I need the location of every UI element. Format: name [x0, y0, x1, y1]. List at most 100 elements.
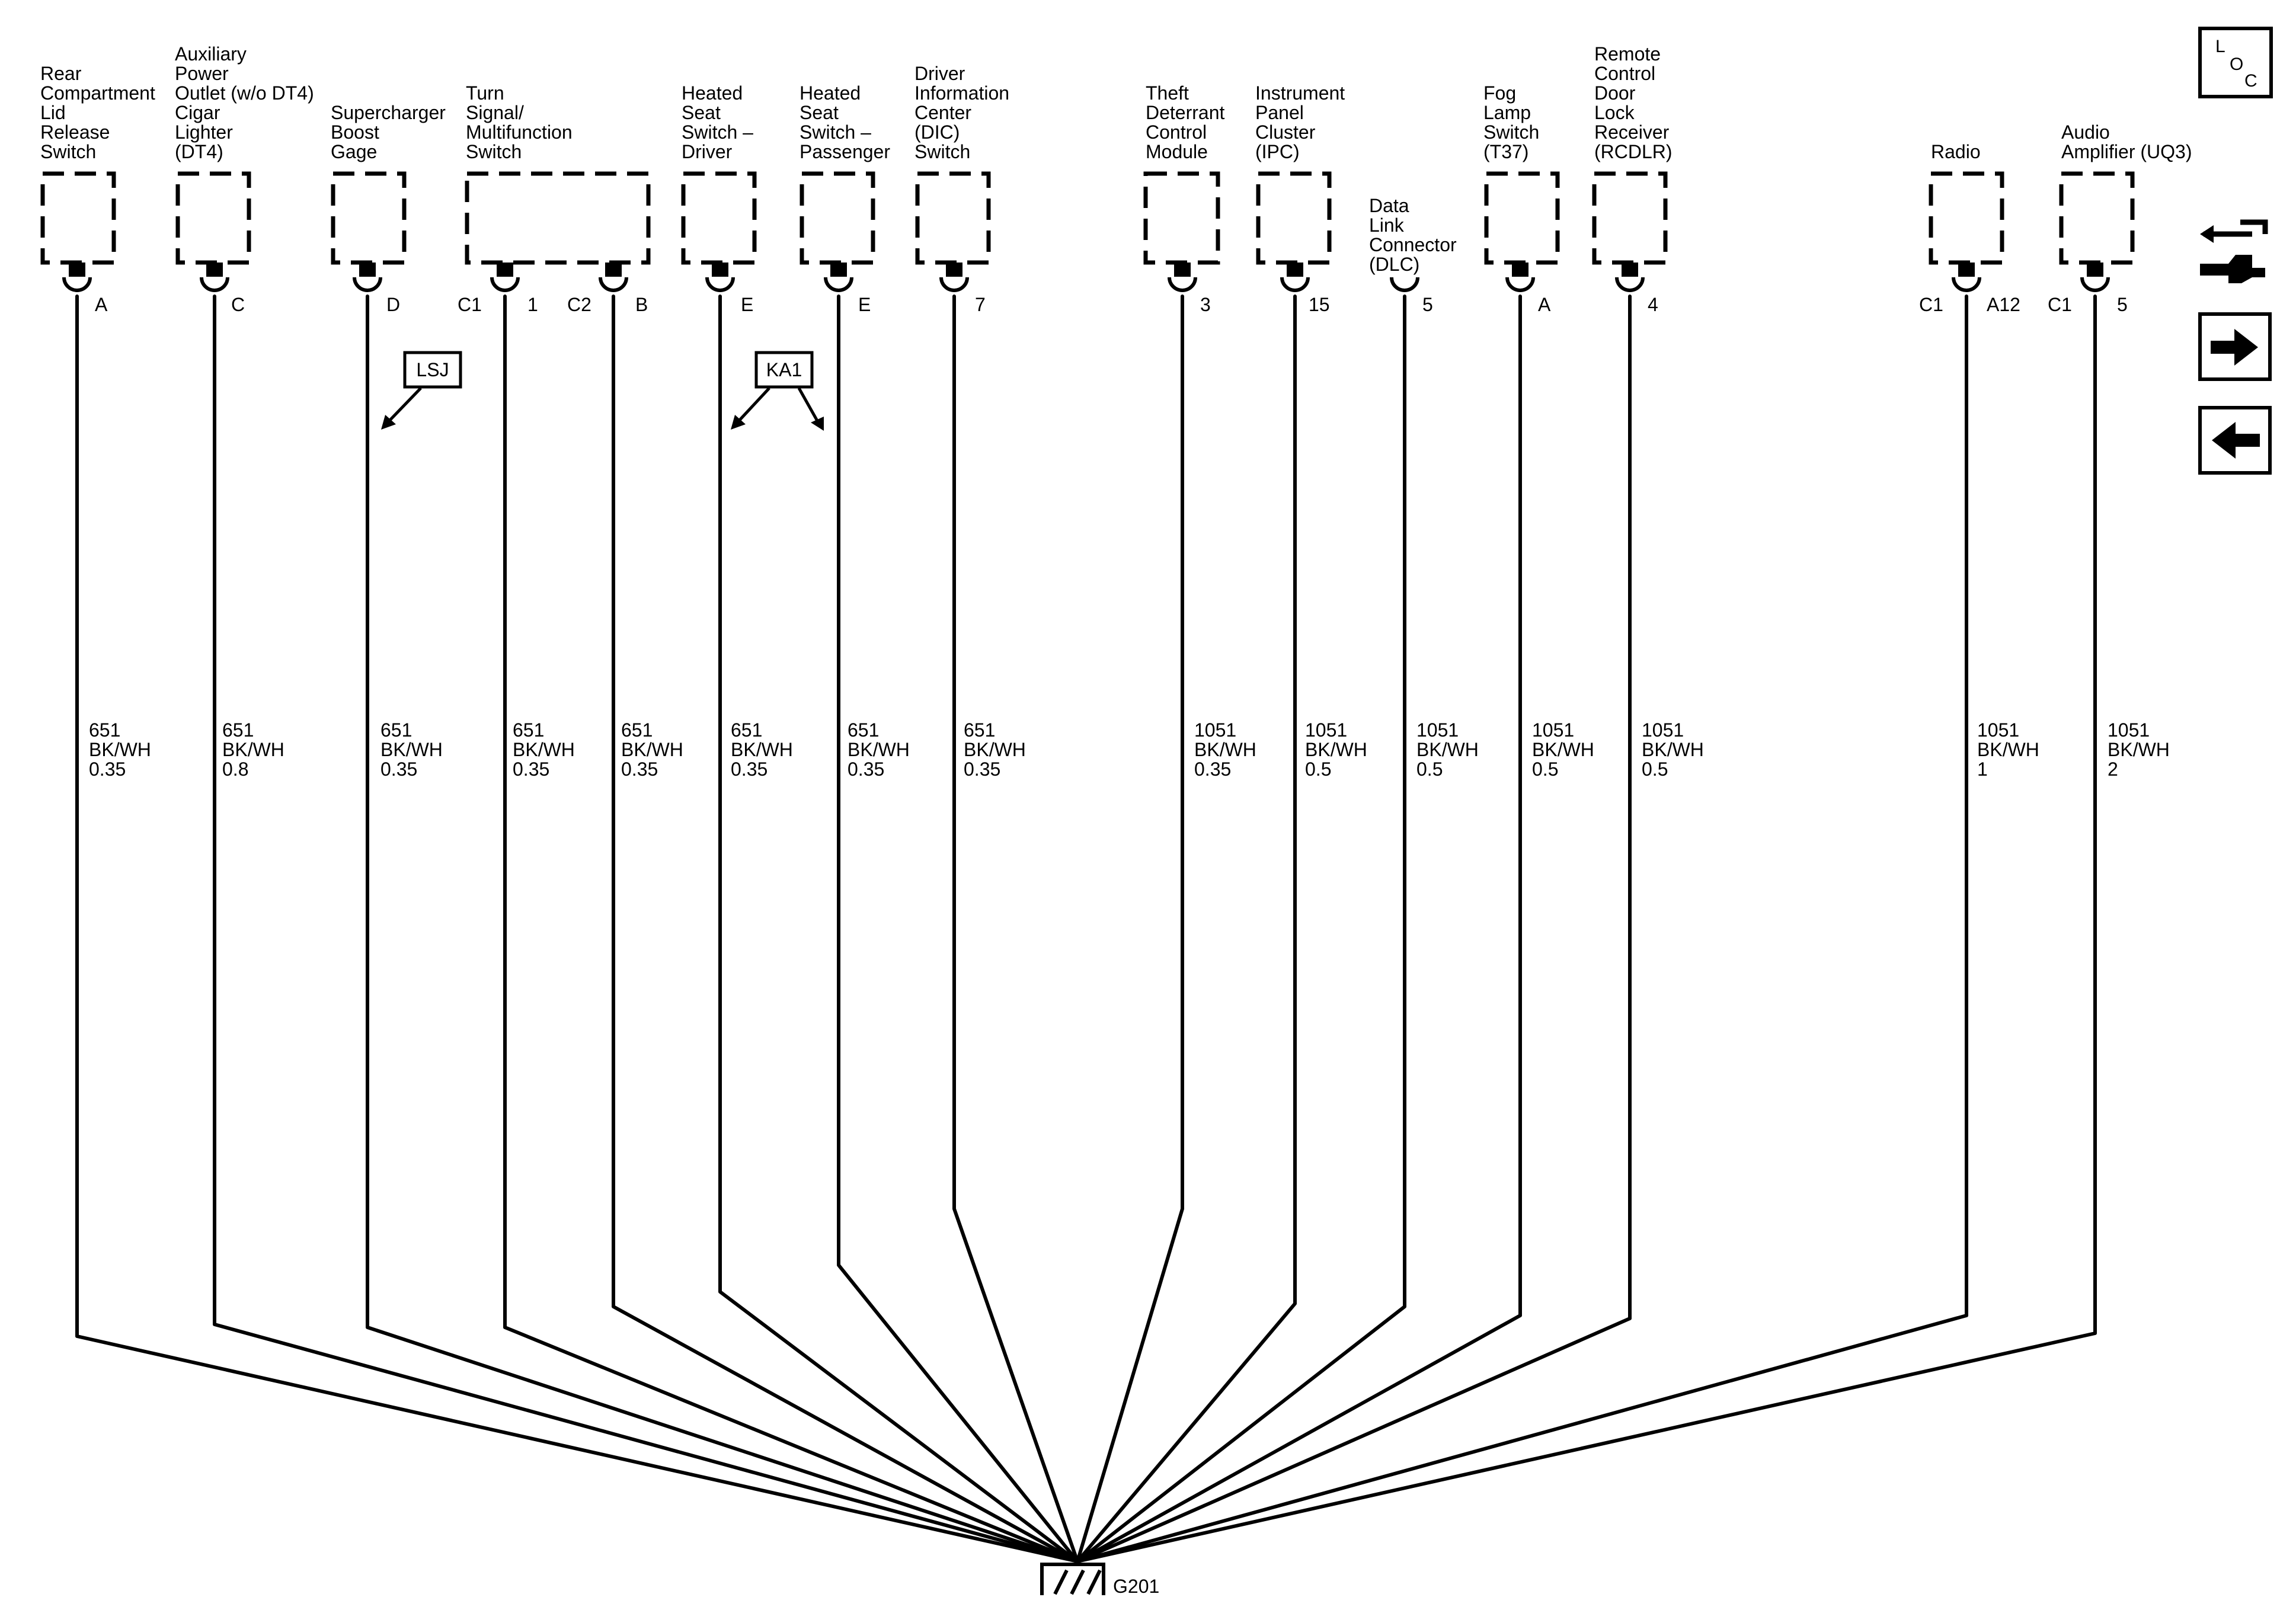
component-label-radio: Radio	[1931, 141, 1981, 162]
wire-label-ipc: 1051 BK/WH 0.5	[1305, 719, 1373, 780]
loc-letter-c: C	[2244, 71, 2257, 91]
wire-rear-lid	[75, 295, 1079, 1563]
wire-heated-seat-passenger	[837, 295, 1079, 1563]
wire-theft-module	[1076, 295, 1184, 1563]
component-label-supercharger: Supercharger Boost Gage	[331, 102, 451, 162]
wire-aux-power	[213, 295, 1079, 1563]
wire-label-dic-switch: 651 BK/WH 0.35	[964, 719, 1031, 780]
terminal-ipc	[1280, 263, 1310, 292]
component-label-group: Rear Compartment Lid Release Switch Auxi…	[40, 43, 2192, 275]
wire-label-heated-seat-passenger: 651 BK/WH 0.35	[848, 719, 915, 780]
loc-button[interactable]: L O C	[2198, 27, 2273, 98]
wire-label-supercharger: 651 BK/WH 0.35	[380, 719, 448, 780]
terminal-group	[62, 263, 2110, 292]
wire-ipc	[1076, 295, 1297, 1563]
pin-label-fog-lamp: A	[1538, 294, 1551, 315]
terminal-heated-seat-driver	[705, 263, 735, 292]
component-box-group	[40, 171, 2135, 265]
wire-label-heated-seat-driver: 651 BK/WH 0.35	[731, 719, 798, 780]
connector-tool-button[interactable]	[2200, 219, 2268, 283]
component-box-turn-signal	[465, 171, 651, 265]
component-box-aux-power	[175, 171, 251, 265]
terminal-supercharger	[353, 263, 382, 292]
wire-group	[75, 295, 2097, 1563]
component-box-heated-seat-driver	[681, 171, 757, 265]
wire-dlc	[1076, 295, 1406, 1563]
component-label-heated-seat-driver: Heated Seat Switch – Driver	[682, 82, 759, 162]
component-label-dic-switch: Driver Information Center (DIC) Switch	[914, 63, 1015, 162]
component-label-aux-power: Auxiliary Power Outlet (w/o DT4) Cigar L…	[175, 43, 319, 162]
arrow-right-icon	[2211, 329, 2258, 366]
wire-label-amplifier: 1051 BK/WH 2	[2108, 719, 2175, 780]
wire-label-dlc: 1051 BK/WH 0.5	[1416, 719, 1484, 780]
terminal-rcdlr	[1615, 263, 1645, 292]
pin-label-group: A C D C1 1 C2 B E E 7 3 15 5 A 4 C1 A12 …	[95, 294, 2128, 315]
component-label-fog-lamp: Fog Lamp Switch (T37)	[1483, 82, 1544, 162]
wire-turn-signal-1	[503, 295, 1079, 1563]
terminal-turn-signal-1	[490, 263, 520, 292]
ground-icon	[1040, 1563, 1105, 1595]
terminal-dic-switch	[939, 263, 969, 292]
ground-g201: G201	[1040, 1558, 1159, 1597]
component-label-heated-seat-passenger: Heated Seat Switch – Passenger	[800, 82, 890, 162]
terminal-amplifier	[2080, 263, 2110, 292]
wire-label-aux-power: 651 BK/WH 0.8	[222, 719, 290, 780]
loc-letter-o: O	[2230, 55, 2243, 74]
pin-label-turn-signal-b: B	[635, 294, 648, 315]
wire-label-turn-signal-1: 651 BK/WH 0.35	[513, 719, 580, 780]
connector-tool-icon	[2200, 219, 2268, 283]
pin-label-ipc: 15	[1309, 294, 1330, 315]
component-box-heated-seat-passenger	[800, 171, 875, 265]
pin-label-turn-signal-c1: C1	[458, 294, 482, 315]
wire-label-turn-signal-b: 651 BK/WH 0.35	[621, 719, 689, 780]
component-label-amplifier: Audio Amplifier (UQ3)	[2061, 121, 2192, 162]
pin-label-heated-seat-passenger: E	[858, 294, 871, 315]
component-box-fog-lamp	[1484, 171, 1560, 265]
terminal-rear-lid	[62, 263, 92, 292]
option-tag-ka1: KA1	[731, 351, 824, 431]
pin-label-turn-signal-c2: C2	[567, 294, 591, 315]
ground-label: G201	[1113, 1576, 1159, 1597]
component-label-rear-lid: Rear Compartment Lid Release Switch	[40, 63, 161, 162]
wire-fog-lamp	[1076, 295, 1522, 1563]
terminal-radio	[1952, 263, 1981, 292]
wire-label-theft-module: 1051 BK/WH 0.35	[1194, 719, 1262, 780]
wire-label-group: 651 BK/WH 0.35 651 BK/WH 0.8 651 BK/WH 0…	[89, 719, 2175, 780]
component-box-amplifier	[2059, 171, 2135, 265]
pin-label-amplifier-c1: C1	[2048, 294, 2072, 315]
component-label-theft-module: Theft Deterrant Control Module	[1146, 82, 1230, 162]
pin-label-rcdlr: 4	[1648, 294, 1658, 315]
component-box-theft-module	[1143, 171, 1220, 265]
pin-label-amplifier-5: 5	[2117, 294, 2128, 315]
wire-radio	[1076, 295, 1968, 1563]
pin-label-turn-signal-1: 1	[527, 294, 538, 315]
component-box-radio	[1929, 171, 2004, 265]
option-tag-lsj-text: LSJ	[416, 359, 449, 380]
next-page-button[interactable]	[2198, 312, 2272, 381]
wire-rcdlr	[1076, 295, 1632, 1563]
pin-label-rear-lid: A	[95, 294, 108, 315]
loc-letter-l: L	[2215, 37, 2225, 56]
terminal-turn-signal-b	[599, 263, 628, 292]
terminal-heated-seat-passenger	[824, 263, 853, 292]
pin-label-dic-switch: 7	[975, 294, 986, 315]
prev-page-button[interactable]	[2198, 406, 2272, 475]
pin-label-radio-c1: C1	[1919, 294, 1943, 315]
wire-dic-switch	[952, 295, 1079, 1563]
wire-heated-seat-driver	[718, 295, 1079, 1563]
pin-label-dlc: 5	[1422, 294, 1433, 315]
component-label-turn-signal: Turn Signal/ Multifunction Switch	[466, 82, 578, 162]
component-box-rear-lid	[40, 171, 116, 265]
component-label-rcdlr: Remote Control Door Lock Receiver (RCDLR…	[1594, 43, 1674, 162]
wire-label-rear-lid: 651 BK/WH 0.35	[89, 719, 156, 780]
pin-label-heated-seat-driver: E	[741, 294, 753, 315]
component-box-ipc	[1256, 171, 1332, 265]
component-box-supercharger	[331, 171, 407, 265]
wire-supercharger	[366, 295, 1079, 1563]
option-tag-ka1-text: KA1	[766, 359, 802, 380]
wire-label-fog-lamp: 1051 BK/WH 0.5	[1532, 719, 1600, 780]
component-label-dlc: Data Link Connector (DLC)	[1369, 195, 1462, 275]
arrow-left-icon	[2212, 422, 2260, 459]
pin-label-aux-power: C	[231, 294, 245, 315]
